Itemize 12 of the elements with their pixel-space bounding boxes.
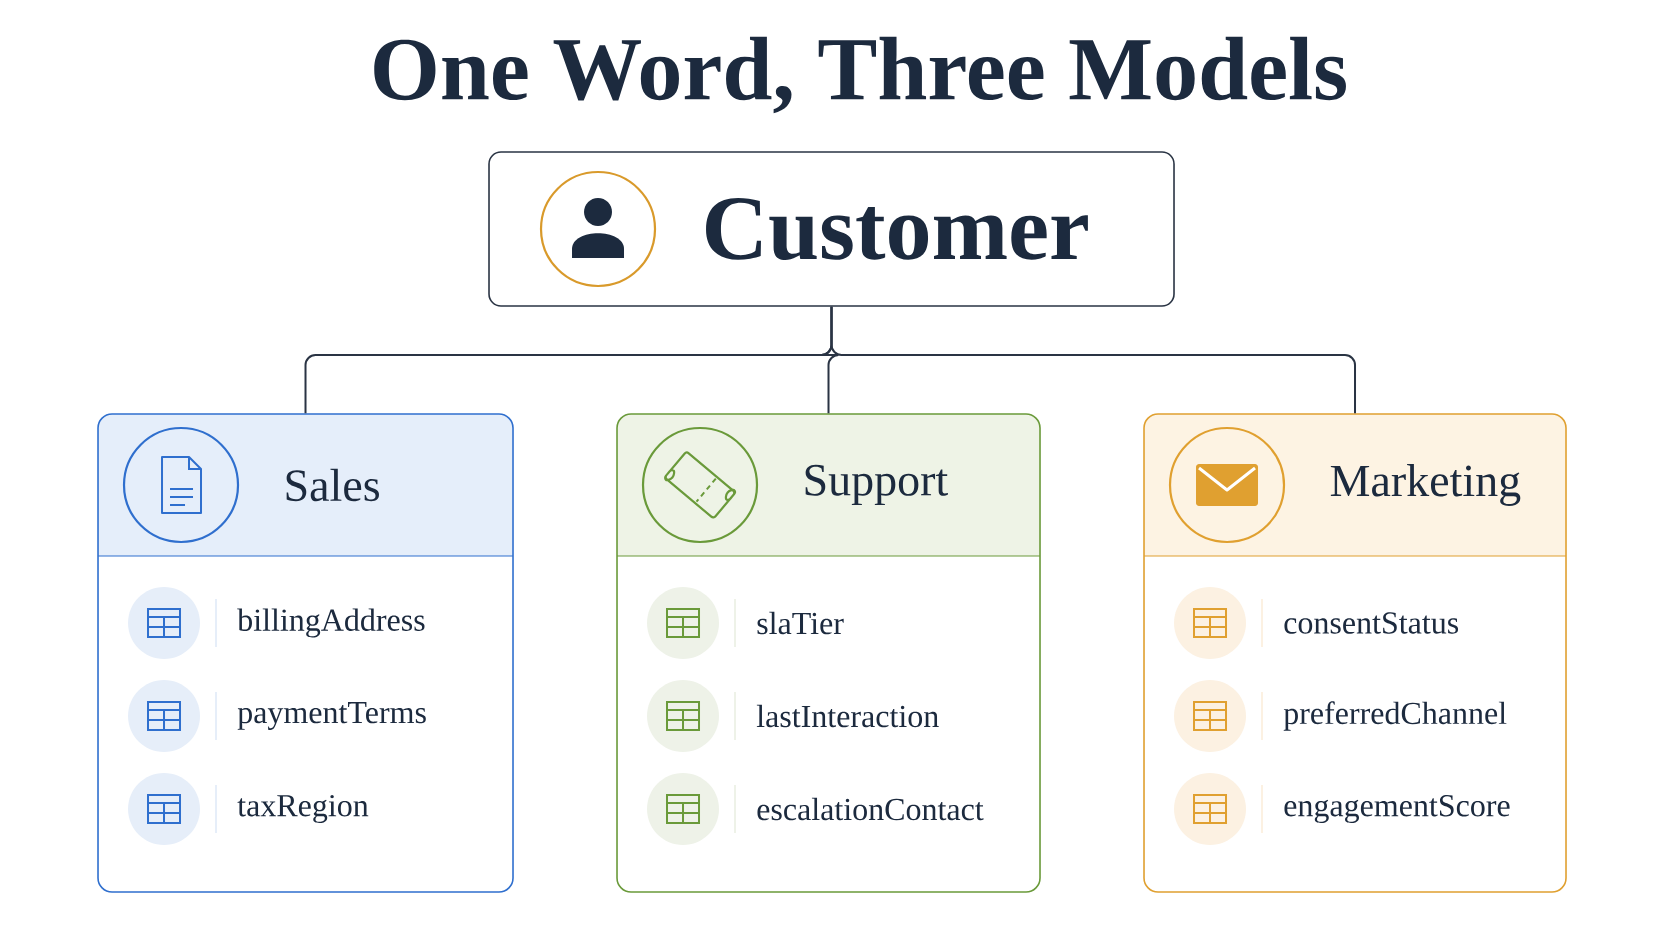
field-label: billingAddress <box>237 608 425 638</box>
field-label: preferredChannel <box>1283 701 1507 731</box>
field-label: lastInteraction <box>756 704 939 728</box>
field-label: engagementScore <box>1284 794 1510 824</box>
title: One Word, Three Models <box>374 36 1346 114</box>
field-label: slaTier <box>757 611 844 635</box>
field-label: paymentTerms <box>237 702 426 730</box>
field-label: taxRegion <box>237 794 369 824</box>
field-label: escalationContact <box>757 797 984 821</box>
entity-box: Customer <box>488 151 1175 307</box>
field-label: consentStatus <box>1284 612 1459 634</box>
connector-line <box>830 305 1356 415</box>
